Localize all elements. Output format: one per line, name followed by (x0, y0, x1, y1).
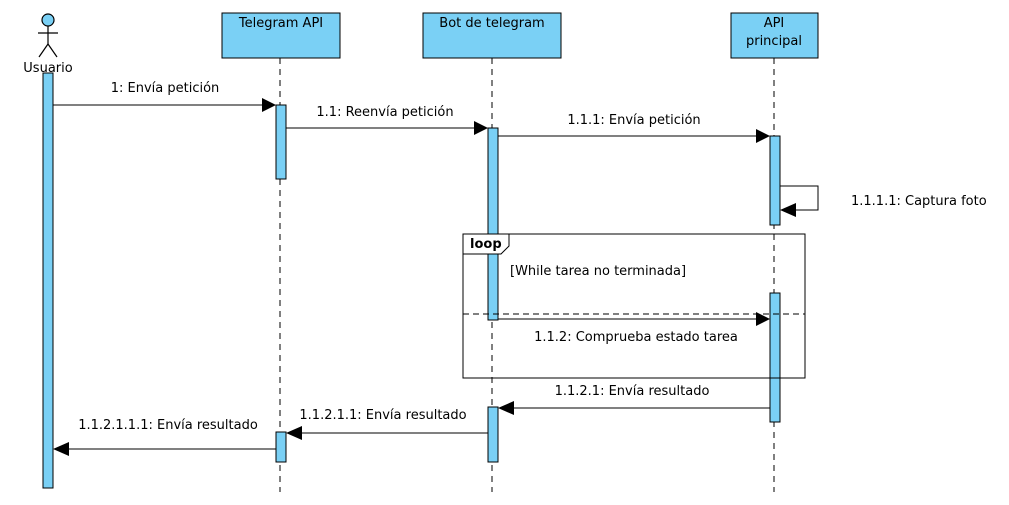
message-1-1-2-1: 1.1.2.1: Envía resultado (498, 384, 770, 415)
message-label: 1: Envía petición (111, 81, 220, 96)
message-label: 1.1.2.1.1: Envía resultado (299, 408, 466, 423)
actor-label: Usuario (23, 61, 72, 76)
message-label: 1.1.1.1: Captura foto (851, 194, 987, 209)
loop-operator-label: loop (470, 237, 502, 252)
arrowhead-icon (780, 203, 796, 217)
participant-label: Bot de telegram (439, 16, 544, 31)
participant-telegram-api: Telegram API (221, 12, 341, 59)
arrowhead-icon (756, 129, 770, 143)
message-label: 1.1.2: Comprueba estado tarea (534, 330, 738, 345)
activation-usuario (42, 72, 54, 489)
message-label: 1.1.2.1.1.1: Envía resultado (78, 418, 258, 433)
loop-fragment: loop [While tarea no terminada] (462, 233, 806, 379)
arrowhead-icon (474, 121, 488, 135)
activation-api-principal-2 (769, 292, 781, 423)
loop-frame (462, 233, 806, 379)
message-1-1-1-1: 1.1.1.1: Captura foto (780, 185, 987, 217)
actor-leg-left (38, 43, 49, 58)
participant-box (221, 12, 341, 59)
participant-box (422, 12, 562, 59)
message-line (780, 185, 819, 211)
message-1-1-1: 1.1.1: Envía petición (498, 113, 770, 143)
participant-label-line1: API (764, 16, 785, 31)
participant-label-line2: principal (746, 34, 802, 49)
participant-bot-telegram: Bot de telegram (422, 12, 562, 59)
message-label: 1.1.1: Envía petición (567, 113, 700, 128)
actor-usuario: Usuario (23, 13, 73, 76)
message-1-1-2-1-1-1: 1.1.2.1.1.1: Envía resultado (53, 418, 276, 456)
message-1-1-2: 1.1.2: Comprueba estado tarea (498, 312, 770, 345)
actor-head-icon (41, 13, 55, 27)
arrowhead-icon (262, 98, 276, 112)
actor-leg-right (47, 43, 58, 58)
arrowhead-icon (53, 442, 69, 456)
arrowhead-icon (498, 401, 514, 415)
arrowhead-icon (286, 426, 302, 440)
message-1-1: 1.1: Reenvía petición (286, 105, 488, 135)
loop-operator-tab (462, 233, 510, 255)
activation-bot-telegram-2 (487, 406, 499, 463)
message-label: 1.1.2.1: Envía resultado (555, 384, 710, 399)
activation-telegram-api-2 (275, 431, 287, 463)
participant-box (730, 12, 819, 59)
loop-guard: [While tarea no terminada] (510, 264, 686, 279)
participant-api-principal: API principal (730, 12, 819, 59)
arrowhead-icon (756, 312, 770, 326)
activation-bot-telegram-1 (487, 127, 499, 321)
message-1: 1: Envía petición (53, 81, 276, 112)
activation-telegram-api-1 (275, 104, 287, 180)
activation-api-principal-1 (769, 135, 781, 226)
participant-label: Telegram API (238, 16, 323, 31)
message-1-1-2-1-1: 1.1.2.1.1: Envía resultado (286, 408, 488, 440)
message-label: 1.1: Reenvía petición (316, 105, 453, 120)
